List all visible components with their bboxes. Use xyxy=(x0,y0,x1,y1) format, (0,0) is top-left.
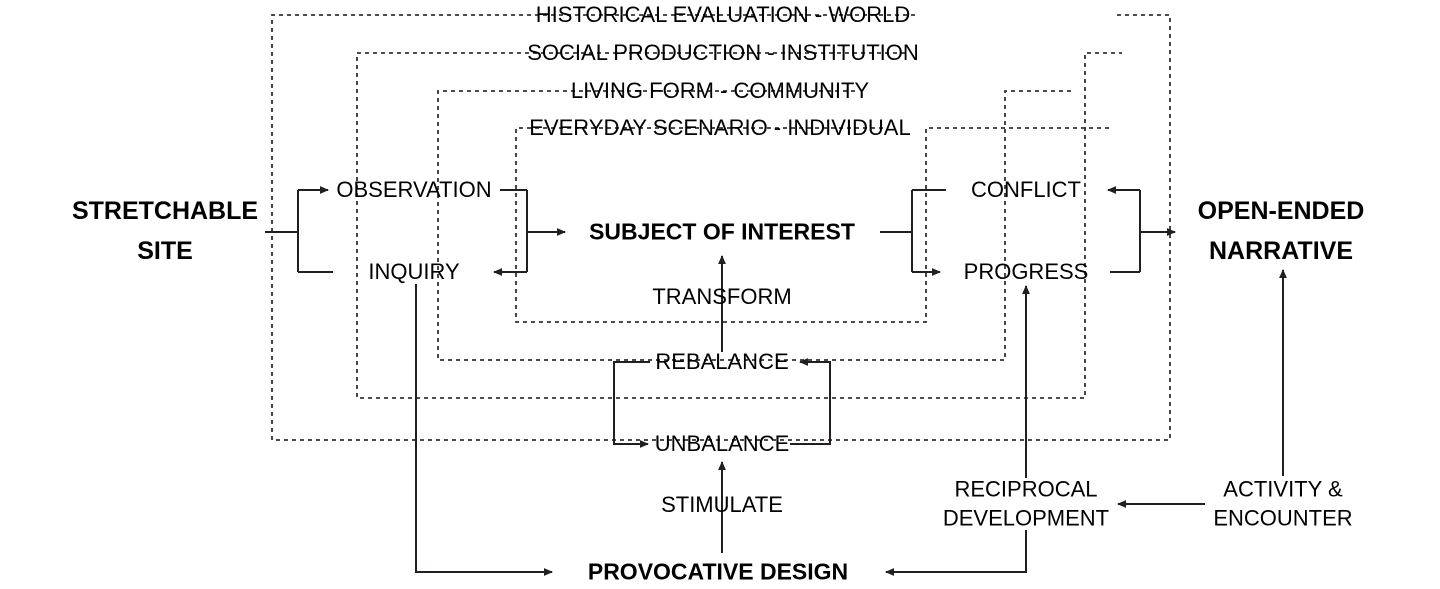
wire-unbalance-to-rebalance xyxy=(790,358,831,445)
node-open-ended-narrative-line1: OPEN-ENDED xyxy=(1197,196,1365,225)
node-stretchable-site-line2: SITE xyxy=(137,236,193,265)
node-reciprocal-development-line2: DEVELOPMENT xyxy=(942,505,1110,531)
node-provocative-design: PROVOCATIVE DESIGN xyxy=(587,558,849,585)
node-unbalance: UNBALANCE xyxy=(654,431,790,457)
node-observation: OBSERVATION xyxy=(336,177,492,203)
node-rebalance: REBALANCE xyxy=(655,349,789,375)
scale-label-community: LIVING FORM - COMMUNITY xyxy=(570,78,870,104)
wire-reciprocal-to-provocative xyxy=(885,530,1027,576)
node-activity-encounter-line1: ACTIVITY & xyxy=(1223,476,1343,502)
node-subject-of-interest: SUBJECT OF INTEREST xyxy=(589,218,855,245)
node-stretchable-site-line1: STRETCHABLE xyxy=(71,196,259,225)
edge-label-transform: TRANSFORM xyxy=(652,284,792,310)
node-reciprocal-development-line1: RECIPROCAL xyxy=(954,476,1098,502)
wire-rebalance-to-unbalance xyxy=(613,361,650,448)
node-conflict: CONFLICT xyxy=(971,177,1081,203)
edge-label-stimulate: STIMULATE xyxy=(661,492,783,518)
wire-inquiry-to-provocative xyxy=(415,284,553,576)
scale-label-world: HISTORICAL EVALUATION - WORLD xyxy=(535,2,911,28)
node-open-ended-narrative-line2: NARRATIVE xyxy=(1209,236,1353,265)
node-activity-encounter-line2: ENCOUNTER xyxy=(1213,505,1353,531)
node-inquiry: INQUIRY xyxy=(368,259,460,285)
scale-label-individual: EVERYDAY SCENARIO - INDIVIDUAL xyxy=(529,115,911,141)
scale-label-institution: SOCIAL PRODUCTION - INSTITUTION xyxy=(527,40,919,66)
node-progress: PROGRESS xyxy=(963,259,1089,285)
